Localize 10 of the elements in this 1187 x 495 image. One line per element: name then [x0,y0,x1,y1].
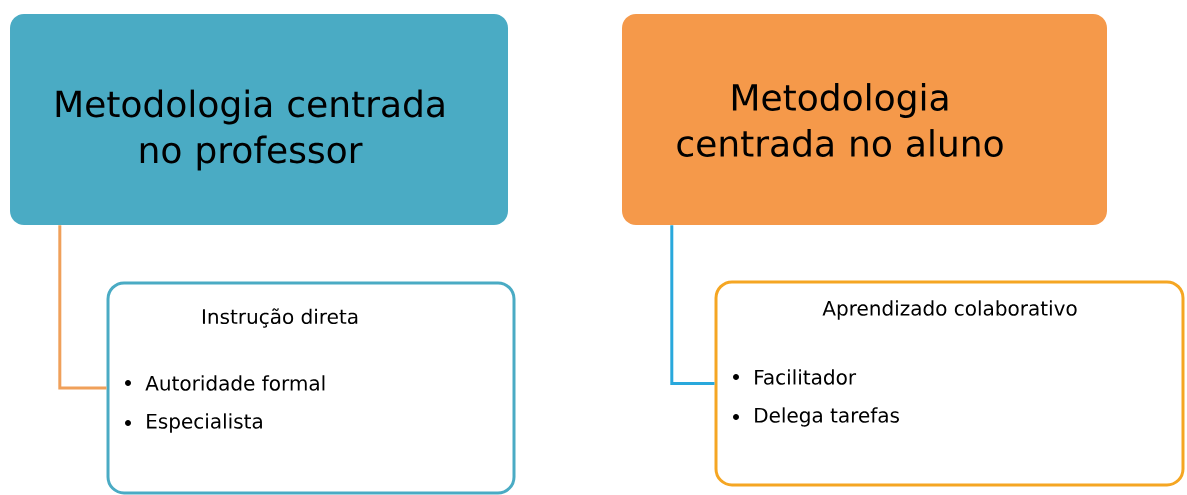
list-item: Especialista [147,413,262,433]
title-box: Metodologia centrada no professor [10,14,508,225]
list-item: Facilitador [755,369,857,385]
connector-line [58,225,107,390]
title-box: Metodologia centrada no aluno [622,14,1107,225]
list-item: Autoridade formal [145,375,325,391]
content-box: Aprendizado colaborativo Facilitador Delega tarefas [714,280,1185,487]
connector-line [670,225,715,385]
content-box: Instrução direta Autoridade formal Especialista [106,281,516,495]
list-item: Delega tarefas [755,407,899,427]
